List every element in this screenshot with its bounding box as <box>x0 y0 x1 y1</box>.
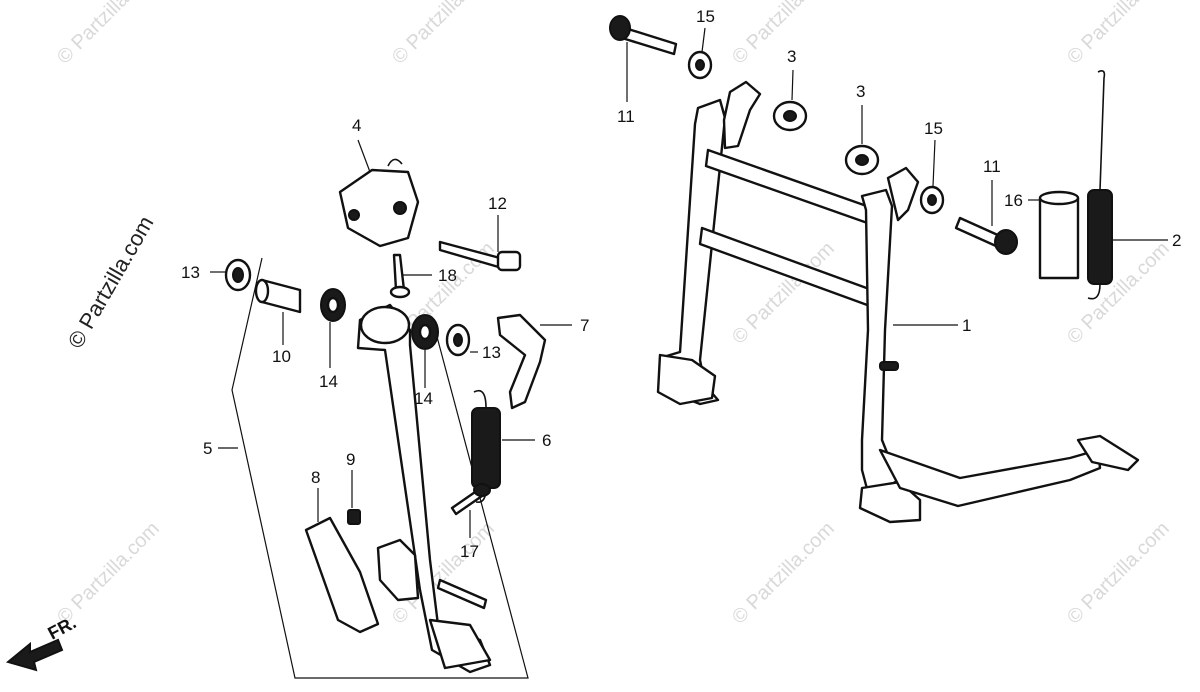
side-stand-foot <box>428 618 492 670</box>
main-stand-right-tab <box>886 166 920 222</box>
spring-coil <box>1087 189 1113 285</box>
side-stand-bar <box>356 303 492 674</box>
watermark: © Partzilla.com <box>728 518 839 629</box>
watermark-vertical: © Partzilla.com <box>63 212 159 353</box>
watermark: © Partzilla.com <box>388 0 499 69</box>
callout-11: 11 <box>617 107 635 126</box>
bearing-hole <box>326 296 340 314</box>
callout-18: 18 <box>438 266 457 285</box>
washer-hole <box>453 333 463 347</box>
front-direction-indicator: FR. <box>5 612 79 672</box>
main-stand-left-foot <box>656 353 717 406</box>
spring-hook <box>1087 283 1101 300</box>
watermark: © Partzilla.com <box>53 0 164 69</box>
side-stand-pivot <box>359 305 411 345</box>
bracket <box>338 168 420 248</box>
bracket-hole <box>393 201 407 215</box>
callout-12: 12 <box>488 194 507 213</box>
watermark: © Partzilla.com <box>1063 518 1174 629</box>
callout-16: 16 <box>1004 191 1023 210</box>
side-stand-group-outline <box>231 257 529 679</box>
callout-14: 14 <box>414 389 433 408</box>
main-stand-pedal-arm <box>878 448 1102 508</box>
collar-hole <box>783 110 797 122</box>
switch-bracket <box>376 538 420 602</box>
stop-plate <box>496 313 547 410</box>
watermark: © Partzilla.com <box>1063 0 1174 69</box>
leader-line <box>791 69 794 101</box>
spring-hook <box>1097 70 1106 191</box>
leader-line <box>357 139 371 173</box>
bracket-spring-hook <box>387 158 403 167</box>
bolt <box>392 253 406 292</box>
callout-5: 5 <box>203 439 212 458</box>
bolt-head <box>496 250 522 272</box>
bracket-hole <box>348 209 360 221</box>
callout-17: 17 <box>460 542 479 561</box>
callout-11: 11 <box>983 157 1001 176</box>
washer-hole <box>927 194 937 206</box>
leader-line <box>932 139 936 187</box>
callout-13: 13 <box>482 343 501 362</box>
pin <box>347 509 361 525</box>
bolt-head <box>609 15 631 41</box>
callout-6: 6 <box>542 431 551 450</box>
callout-8: 8 <box>311 468 320 487</box>
stand-pad <box>304 516 380 634</box>
callout-2: 2 <box>1172 231 1181 250</box>
callout-10: 10 <box>272 347 291 366</box>
collar-end <box>1038 190 1080 206</box>
callout-9: 9 <box>346 450 355 469</box>
switch-rod <box>436 578 488 610</box>
main-stand-pin <box>879 361 899 371</box>
washer-hole <box>232 267 244 283</box>
bolt-head <box>389 285 411 299</box>
callout-7: 7 <box>580 316 589 335</box>
leader-line <box>701 27 706 53</box>
washer-hole <box>695 59 705 71</box>
bolt-head <box>473 483 491 497</box>
callout-3: 3 <box>856 82 865 101</box>
watermark: © Partzilla.com <box>1063 238 1174 349</box>
collar-end <box>254 278 270 304</box>
main-stand-pedal <box>1076 434 1140 472</box>
main-stand-group <box>609 15 1140 524</box>
main-stand-left-tab <box>722 80 762 150</box>
bolt <box>954 216 1002 248</box>
spring-hook <box>473 389 487 409</box>
spring-coil <box>471 407 501 489</box>
watermark-layer: © Partzilla.com © Partzilla.com © Partzi… <box>53 0 1174 629</box>
side-stand-group <box>224 158 547 679</box>
collar-hole <box>855 154 869 166</box>
callout-4: 4 <box>352 116 361 135</box>
callout-14: 14 <box>319 372 338 391</box>
leader-lines <box>210 27 1168 538</box>
callout-15: 15 <box>696 7 715 26</box>
callout-13: 13 <box>181 263 200 282</box>
collar <box>1038 196 1080 280</box>
bolt-head <box>994 229 1018 255</box>
callout-1: 1 <box>962 316 971 335</box>
callout-labels: 1 2 3 3 4 5 6 7 8 9 10 11 11 12 13 13 14… <box>181 7 1181 561</box>
watermark: © Partzilla.com <box>728 0 839 69</box>
arrow-icon <box>5 638 64 672</box>
bearing-hole <box>418 323 432 341</box>
callout-15: 15 <box>924 119 943 138</box>
callout-3: 3 <box>787 47 796 66</box>
